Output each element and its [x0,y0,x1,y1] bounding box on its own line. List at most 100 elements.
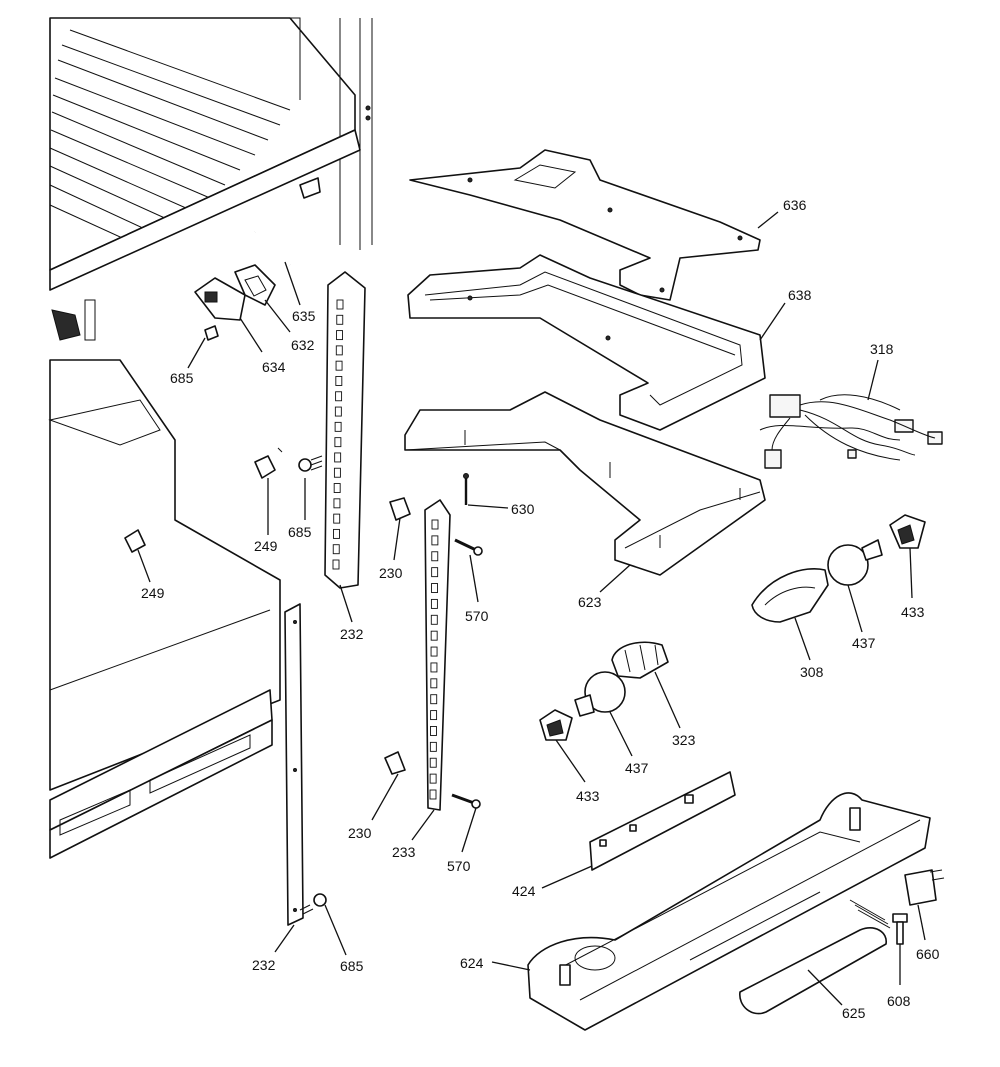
rail-slot [429,741,437,752]
rail-slot [334,421,342,432]
part-230-bracket-b [384,751,406,775]
rail-slot [336,299,344,310]
rail-slot [430,662,438,673]
part-685-screw-a [204,325,219,341]
callout-685-c: 685 [340,958,364,974]
callout-249-b: 249 [141,585,165,601]
part-433-socket-upper [889,514,926,549]
rail-slot [429,789,437,800]
rail-slot [334,437,342,448]
callout-632: 632 [291,337,315,353]
rail-slot [332,544,340,555]
rail-slot [429,757,437,768]
rail-slot [333,513,341,524]
rail-slot [430,694,438,705]
rail-slot [430,726,437,736]
part-660-connector [904,869,945,906]
callout-249-a: 249 [254,538,278,554]
callout-308: 308 [800,664,824,680]
rail-slot [429,773,437,784]
part-638-frame [407,254,766,431]
callout-labels: 636 638 318 635 632 634 685 249 685 249 … [141,197,940,1021]
part-308-lamp-shield [751,568,829,623]
part-624-lower-tray [527,792,931,1031]
part-630-screw [463,473,469,505]
rail-slot [332,559,340,570]
part-608-screw [892,913,908,945]
rail-slot [334,452,342,463]
rail-slot [431,535,439,546]
part-635-tube [254,228,291,266]
part-249-clip-a [254,447,283,479]
callout-424: 424 [512,883,536,899]
part-570-screw-a [454,538,483,556]
callout-636: 636 [783,197,807,213]
callout-323: 323 [672,732,696,748]
rail-slot [430,614,438,625]
callout-233: 233 [392,844,416,860]
part-249-clip-b [124,529,146,553]
callout-685-b: 685 [288,524,312,540]
part-232-rail-upper [324,271,366,589]
callout-232-b: 232 [252,957,276,973]
refrigerator-cabinet [48,17,373,859]
callout-623: 623 [578,594,602,610]
callout-230-a: 230 [379,565,403,581]
callout-638: 638 [788,287,812,303]
rail-slot [335,376,343,386]
rail-slot [430,598,438,609]
callout-437-a: 437 [852,635,876,651]
callout-608: 608 [887,993,911,1009]
callout-570-b: 570 [447,858,471,874]
rail-slot [335,391,343,402]
rail-slot [430,646,438,657]
callout-437-b: 437 [625,760,649,776]
rail-slot [336,314,344,325]
part-323-lamp-cover [611,641,669,679]
callout-634: 634 [262,359,286,375]
rail-slot [430,678,438,689]
rail-slot [431,583,438,593]
part-424-control-board [589,771,736,871]
rail-slot [431,519,439,530]
part-685-screw-b [298,455,323,472]
rail-slot [334,406,342,417]
rail-slot [333,528,340,539]
callout-433-a: 433 [901,604,925,620]
callout-635: 635 [292,308,316,324]
part-318-wire-harness [759,394,943,469]
part-230-bracket-a [389,497,411,521]
rail-slot [333,467,341,478]
rail-slot [430,710,438,721]
part-233-rail-center [424,499,451,811]
callout-433-b: 433 [576,788,600,804]
part-634-switch-housing [194,277,246,321]
part-232-rail-lower [284,603,304,926]
callout-570-a: 570 [465,608,489,624]
part-636-top-plate [409,149,761,301]
callout-630: 630 [511,501,535,517]
part-570-screw-b [451,793,481,809]
callout-318: 318 [870,341,894,357]
leader-lines [137,211,926,1006]
rail-slot [336,330,343,341]
callout-625: 625 [842,1005,866,1021]
rail-slot [430,630,438,641]
part-437-bulb-upper [827,539,883,586]
rail-slot [335,360,343,371]
rail-slot [335,345,343,356]
rail-slot [431,567,439,578]
part-685-screw-c [299,893,327,915]
rail-slot [431,551,439,562]
part-433-socket-lower [539,709,573,741]
part-625-trim-bar [739,899,891,1015]
callout-685-a: 685 [170,370,194,386]
part-437-bulb-lower [574,671,626,717]
callout-232-a: 232 [340,626,364,642]
rail-slot [333,483,341,493]
rail-slot [333,498,341,509]
callout-660: 660 [916,946,940,962]
callout-230-b: 230 [348,825,372,841]
part-623-housing [404,391,766,576]
